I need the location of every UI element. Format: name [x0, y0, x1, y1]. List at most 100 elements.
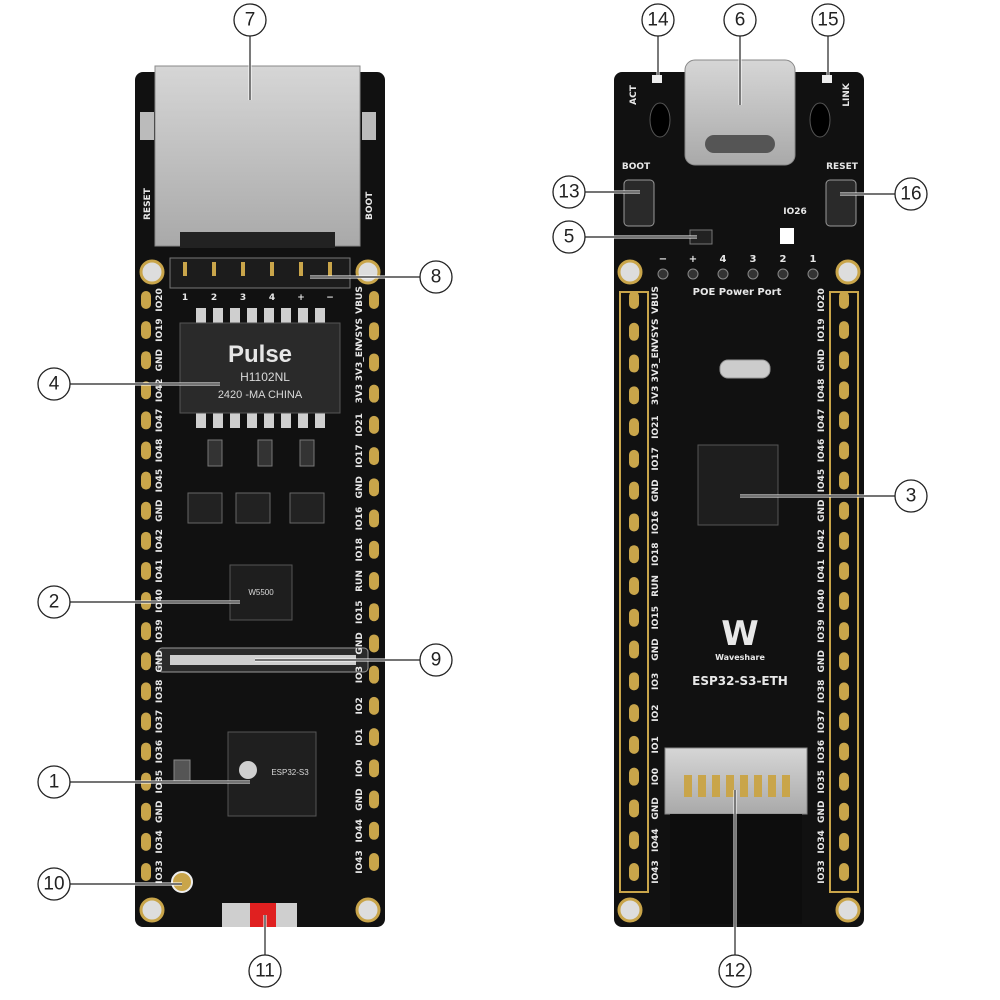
header-pad — [839, 561, 849, 580]
pin-label: IO16 — [355, 507, 365, 531]
pin-label: IO43 — [651, 860, 661, 884]
callout-11: 11 — [248, 954, 282, 988]
header-pad — [839, 411, 849, 430]
espressif-logo — [239, 761, 257, 779]
pin-label: GND — [155, 349, 165, 371]
microsd-contacts — [684, 775, 790, 797]
pin-label: RUN — [355, 570, 365, 592]
header-pad — [141, 802, 151, 821]
pin-label: 3V3 — [651, 386, 661, 406]
header-pad — [369, 853, 379, 871]
connector-pin-label: 2 — [211, 293, 217, 303]
pin-label: GND — [817, 801, 827, 823]
header-pad — [839, 863, 849, 881]
header-pad — [369, 509, 379, 528]
header-pad — [369, 821, 379, 840]
magjack-lead — [298, 308, 308, 324]
pin-label: GND — [355, 476, 365, 498]
boot-label: BOOT — [365, 191, 375, 220]
magjack-lead — [264, 308, 274, 324]
pin-label: IO18 — [651, 542, 661, 566]
svg-text:7: 7 — [245, 10, 256, 31]
pin-label: GND — [155, 650, 165, 672]
pin-label: VBUS — [355, 286, 365, 314]
svg-text:9: 9 — [431, 650, 442, 671]
pin-label: IO21 — [355, 413, 365, 437]
svg-text:2: 2 — [49, 592, 60, 613]
pin-label: IO21 — [651, 415, 661, 439]
header-pad — [369, 603, 379, 622]
rj45-base — [180, 232, 335, 248]
header-pad — [629, 322, 639, 341]
pin-label: IO35 — [817, 770, 827, 794]
header-pad — [629, 863, 639, 881]
header-pad — [629, 608, 639, 627]
header-pad — [141, 441, 151, 460]
brand-label: Waveshare — [715, 653, 765, 662]
pin-label: GND — [817, 349, 827, 371]
svg-text:1: 1 — [49, 772, 60, 793]
sd-contact — [726, 775, 734, 797]
sd-contact — [698, 775, 706, 797]
header-pad — [369, 665, 379, 684]
header-pad — [629, 767, 639, 786]
header-pad — [839, 501, 849, 520]
svg-text:5: 5 — [564, 227, 575, 248]
connector-pin — [241, 262, 245, 276]
mount-hole — [139, 259, 165, 285]
callout-2: 2 — [37, 585, 71, 619]
front-right-header: VBUSVSYS3V3_EN3V3IO21IO17GNDIO16IO18RUNI… — [355, 286, 379, 874]
poe-pin-label: 4 — [720, 254, 727, 265]
svg-text:8: 8 — [431, 267, 442, 288]
act-led — [652, 75, 662, 83]
magjack-lead — [213, 412, 223, 428]
header-pad — [141, 321, 151, 340]
pin-label: IO18 — [355, 538, 365, 562]
pin-label: IO43 — [355, 850, 365, 874]
pin-label: IO37 — [155, 710, 165, 734]
poe-pin — [777, 268, 789, 280]
header-pad — [369, 572, 379, 590]
pin-label: IO45 — [817, 469, 827, 493]
header-pad — [141, 682, 151, 701]
magjack-transformer: Pulse H1102NL 2420 -MA CHINA — [179, 308, 341, 428]
callout-1: 1 — [37, 765, 71, 799]
callout-5: 5 — [552, 220, 586, 254]
pin-label: IO41 — [817, 559, 827, 583]
magjack-brand: Pulse — [228, 341, 292, 368]
pin-label: IO15 — [651, 606, 661, 630]
link-led-lens — [809, 102, 831, 138]
poe-pin-label: + — [689, 254, 697, 265]
poe-pin — [657, 268, 669, 280]
connector-pin — [328, 262, 332, 276]
pin-label: IO46 — [817, 439, 827, 463]
link-led — [822, 75, 832, 83]
pin-label: IO42 — [155, 529, 165, 553]
poe-pin-label: − — [659, 254, 667, 265]
sd-contact — [782, 775, 790, 797]
pin-label: IO39 — [155, 619, 165, 643]
pin-label: IO47 — [817, 409, 827, 433]
mount-hole — [355, 897, 381, 923]
reset-label: RESET — [143, 187, 153, 220]
callout-4: 4 — [37, 367, 71, 401]
back-boot-label: BOOT — [622, 162, 651, 172]
header-pad — [369, 322, 379, 341]
connector-pin-label: 4 — [269, 293, 275, 303]
pin-label: IO1 — [355, 728, 365, 745]
header-pad — [629, 418, 639, 437]
back-right-header: IO20IO19GNDIO48IO47IO46IO45GNDIO42IO41IO… — [817, 288, 849, 884]
pin-label: VBUS — [651, 286, 661, 314]
pin-label: GND — [817, 500, 827, 522]
pin-label: IO48 — [155, 439, 165, 463]
svg-text:13: 13 — [558, 182, 579, 203]
header-pad — [629, 545, 639, 564]
magjack-lead — [196, 308, 206, 324]
svg-text:15: 15 — [817, 10, 838, 31]
header-pad — [141, 712, 151, 731]
header-pad — [839, 832, 849, 851]
header-pad — [141, 411, 151, 430]
header-pad — [141, 501, 151, 520]
connector-pin-label: − — [326, 293, 334, 303]
pin-label: IO36 — [155, 740, 165, 764]
